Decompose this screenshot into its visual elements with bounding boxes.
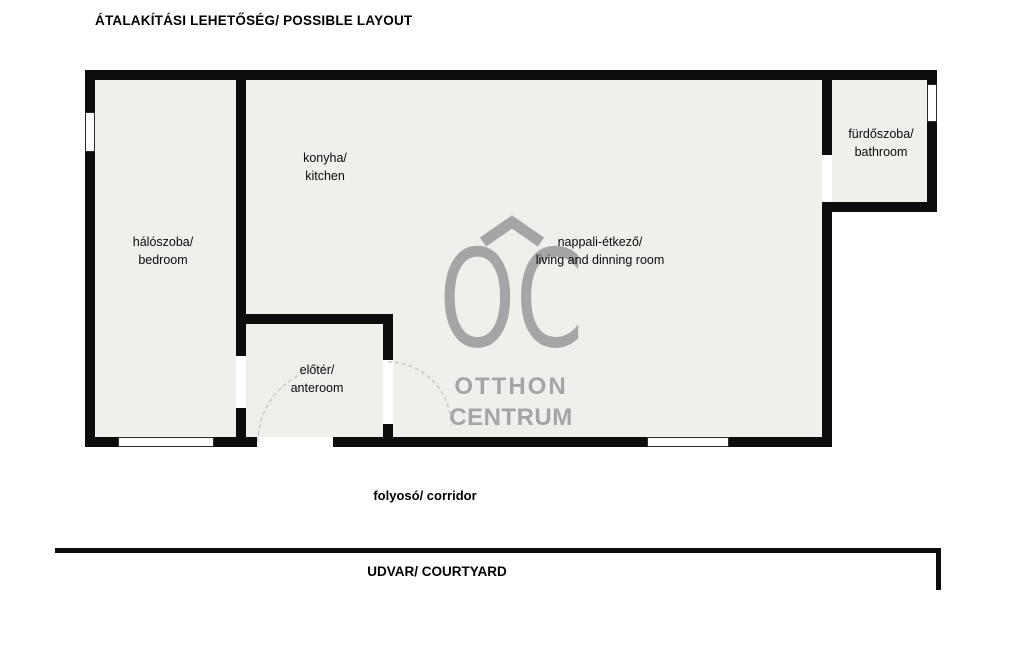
room-label-living: nappali-étkező/ living and dinning room (480, 233, 720, 269)
page-title: ÁTALAKÍTÁSI LEHETŐSÉG/ POSSIBLE LAYOUT (95, 13, 413, 28)
window-bottom-bedroom (118, 437, 214, 447)
window-bottom-living (647, 437, 729, 447)
room-label-bedroom-en: bedroom (138, 253, 188, 267)
wall-living-right (822, 70, 832, 447)
room-label-bathroom: fürdőszoba/ bathroom (826, 125, 936, 161)
door-anteroom-living (383, 360, 393, 424)
wall-bathroom-right (927, 70, 937, 212)
otthon-centrum-logo-icon: OC (440, 215, 583, 364)
wall-interior-bedroom (236, 70, 246, 447)
door-bedroom-anteroom (236, 356, 246, 408)
room-label-bedroom-hu: hálószoba/ (132, 235, 194, 249)
room-label-anteroom-en: anteroom (290, 381, 344, 395)
watermark-logo-text: OC (440, 221, 583, 364)
wall-bathroom-bottom (822, 202, 937, 212)
courtyard-boundary-end (936, 548, 941, 590)
wall-left (85, 70, 95, 447)
wall-bottom (85, 437, 832, 447)
room-label-living-hu: nappali-étkező/ (557, 235, 643, 249)
room-label-bedroom: hálószoba/ bedroom (98, 233, 228, 269)
window-bathroom (927, 84, 937, 122)
room-label-living-en: living and dinning room (535, 253, 665, 267)
room-label-kitchen: konyha/ kitchen (260, 149, 390, 185)
door-bathroom (822, 155, 832, 202)
door-swing-arcs-icon (257, 361, 452, 443)
courtyard-label: UDVAR/ COURTYARD (367, 564, 507, 579)
wall-top (85, 70, 937, 80)
room-label-anteroom-hu: előtér/ (299, 363, 335, 377)
room-label-kitchen-hu: konyha/ (303, 151, 347, 165)
watermark-line2: CENTRUM (449, 404, 573, 431)
courtyard-boundary-line (55, 548, 941, 553)
wall-anteroom-top (236, 314, 393, 324)
floor-bathroom (832, 80, 927, 202)
door-entrance (257, 437, 333, 447)
room-label-kitchen-en: kitchen (305, 169, 345, 183)
corridor-label: folyosó/ corridor (373, 488, 477, 503)
floor-main (95, 80, 822, 437)
watermark-line1: OTTHON (454, 373, 568, 400)
room-label-bathroom-en: bathroom (854, 145, 908, 159)
window-left-bedroom (85, 112, 95, 152)
room-label-anteroom: előtér/ anteroom (252, 361, 382, 397)
room-label-bathroom-hu: fürdőszoba/ (848, 127, 914, 141)
